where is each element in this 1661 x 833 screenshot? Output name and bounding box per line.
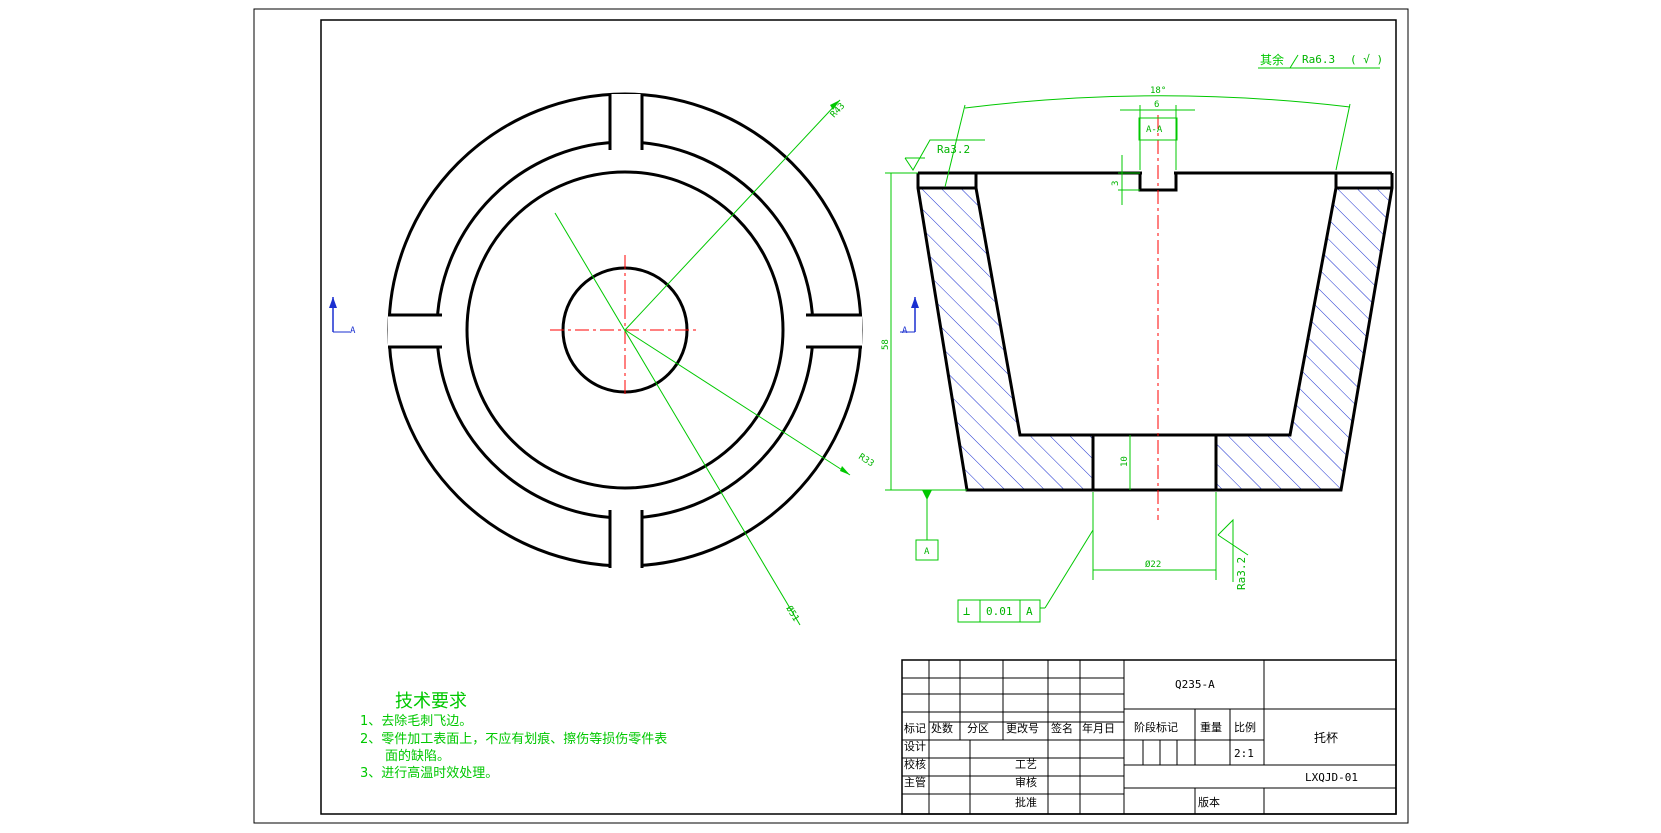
tb-signature: 签名 (1051, 721, 1073, 735)
dim-slot-6: 6 (1154, 100, 1159, 110)
outer-border (253, 8, 1409, 824)
title-block (901, 659, 1397, 815)
surface-general-suffix: ( √ ) (1350, 53, 1383, 66)
technical-notes: 技术要求 1、去除毛刺飞边。 2、零件加工表面上，不应有划痕、擦伤等损伤零件表 … (360, 691, 667, 781)
inner-border (320, 19, 1397, 815)
dim-hole-10: 10 (1120, 456, 1130, 467)
tb-version: 版本 (1198, 795, 1220, 809)
datum-label: A (924, 547, 930, 557)
section-label-box (1138, 117, 1178, 141)
dim-d22: Ø22 (1145, 559, 1161, 570)
dim-depth-3: 3 (1111, 181, 1121, 186)
tb-zone: 分区 (967, 722, 989, 735)
note-item-2: 2、零件加工表面上，不应有划痕、擦伤等损伤零件表 (360, 731, 667, 747)
inner-ring-circle (465, 170, 785, 490)
tb-mark: 标记 (904, 721, 926, 735)
tb-review: 审核 (1015, 775, 1037, 789)
view-arrow-right (900, 297, 919, 333)
tb-material: Q235-A (1175, 678, 1215, 691)
tb-supervisor: 主管 (904, 775, 926, 789)
tb-scale: 2:1 (1234, 747, 1254, 760)
tb-process: 工艺 (1015, 758, 1037, 771)
tb-design: 设计 (904, 740, 926, 753)
view-arrow-right-label: A (902, 326, 908, 336)
notes-title: 技术要求 (395, 691, 467, 712)
tb-ratio: 比例 (1234, 720, 1256, 734)
dim-d51: Ø51 (783, 604, 801, 624)
tb-drawing-number: LXQJD-01 (1305, 771, 1358, 784)
surface-general-value: Ra6.3 (1302, 53, 1335, 66)
surface-ra-top: Ra3.2 (937, 143, 970, 156)
view-arrow-left-label: A (350, 326, 356, 336)
section-label: A-A (1146, 125, 1163, 135)
tb-weight: 重量 (1200, 720, 1222, 734)
view-arrow-left (329, 297, 350, 333)
surface-general-label: 其余 (1260, 52, 1284, 67)
surface-ra-bottom: Ra3.2 (1235, 557, 1248, 590)
section-view (916, 115, 1394, 520)
datum-box (915, 539, 939, 561)
tb-stage-mark: 阶段标记 (1134, 720, 1178, 734)
note-item-2-cont: 面的缺陷。 (385, 748, 450, 764)
tolerance-value: 0.01 (986, 605, 1013, 618)
note-item-1: 1、去除毛刺飞边。 (360, 714, 472, 729)
tb-part-name: 托杯 (1314, 731, 1338, 745)
tolerance-datum: A (1026, 605, 1033, 618)
tolerance-frame (957, 599, 1041, 623)
dim-18deg: 18° (1150, 86, 1166, 96)
tb-count: 处数 (931, 722, 953, 735)
dim-r43: R43 (829, 101, 847, 120)
tb-date: 年月日 (1082, 721, 1115, 735)
tb-check: 校核 (904, 757, 926, 771)
dim-height-58: 58 (881, 339, 891, 350)
tolerance-symbol: ⊥ (963, 604, 970, 618)
tb-approve: 批准 (1015, 795, 1037, 809)
dim-r33: R33 (856, 452, 875, 469)
note-item-3: 3、进行高温时效处理。 (360, 765, 498, 781)
top-view (387, 92, 863, 626)
tb-change-no: 更改号 (1006, 721, 1039, 735)
